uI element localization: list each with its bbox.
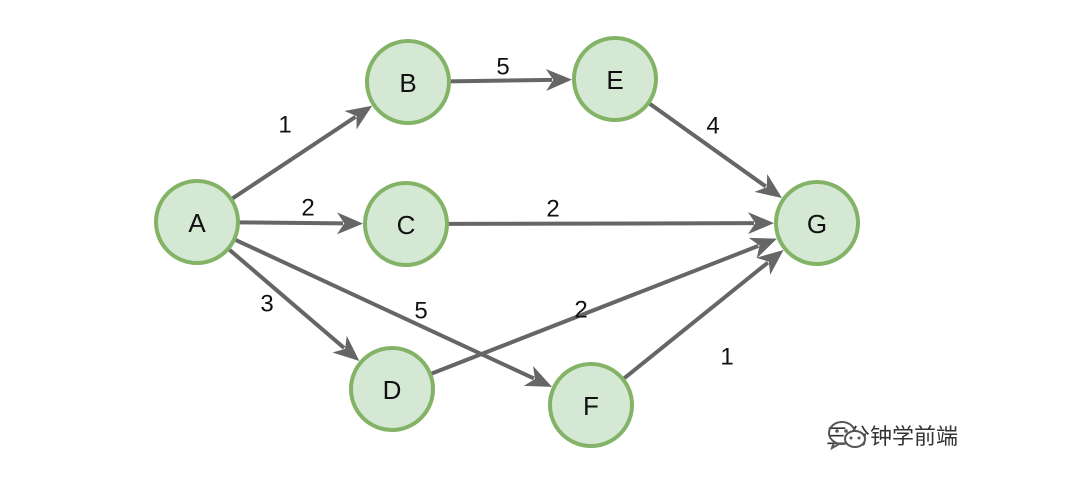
edge-B-E (448, 77, 553, 84)
node-F: F (548, 362, 634, 448)
node-label-E: E (606, 65, 623, 95)
edge-A-C (237, 220, 344, 226)
node-B: B (365, 39, 451, 125)
node-D: D (349, 346, 435, 432)
edge-A-B (230, 115, 357, 201)
edge-weight-A-F: 5 (414, 298, 427, 325)
node-circle-D (349, 346, 435, 432)
node-label-A: A (188, 208, 206, 238)
arrowhead-C-G (747, 212, 775, 235)
node-A: A (154, 179, 240, 265)
weights-layer: 1 2 3 5 5 4 2 2 1 (260, 54, 733, 371)
arrowhead-D-G (748, 237, 777, 259)
nodes-layer: A B C D E F G (154, 36, 860, 448)
node-G: G (774, 180, 860, 266)
node-label-B: B (399, 68, 416, 98)
wechat-icon (828, 421, 866, 450)
node-label-F: F (583, 391, 599, 421)
arrowhead-A-C (336, 212, 364, 235)
node-label-D: D (383, 375, 402, 405)
edge-weight-A-C: 2 (301, 195, 314, 222)
node-E: E (572, 36, 658, 122)
node-circle-A (154, 179, 240, 265)
arrowhead-A-F (523, 365, 553, 387)
edge-weight-B-E: 5 (496, 54, 509, 81)
edge-E-G (647, 101, 767, 189)
edge-weight-A-D: 3 (260, 291, 273, 318)
node-circle-F (548, 362, 634, 448)
watermark: 三分钟学前端 (826, 420, 958, 450)
node-circle-B (365, 39, 451, 125)
node-C: C (363, 181, 449, 267)
node-circle-C (363, 181, 449, 267)
edge-weight-F-G: 1 (720, 344, 733, 371)
edges-layer (226, 69, 784, 387)
arrowhead-F-G (756, 249, 784, 275)
node-circle-E (572, 36, 658, 122)
edge-C-G (446, 221, 755, 226)
arrowhead-A-D (332, 335, 360, 362)
arrowhead-B-E (545, 69, 573, 91)
node-label-C: C (397, 210, 416, 240)
edge-weight-A-B: 1 (278, 112, 291, 139)
edge-weight-E-G: 4 (706, 113, 719, 140)
arrowhead-E-G (754, 173, 782, 199)
node-label-G: G (807, 209, 827, 239)
edge-A-D (226, 247, 346, 350)
arrowhead-A-B (344, 105, 373, 130)
edge-F-G (621, 260, 770, 381)
edge-weight-C-G: 2 (546, 196, 559, 223)
edge-A-F (233, 237, 535, 381)
edge-D-G (429, 244, 760, 376)
edge-weight-D-G: 2 (574, 297, 587, 324)
node-circle-G (774, 180, 860, 266)
